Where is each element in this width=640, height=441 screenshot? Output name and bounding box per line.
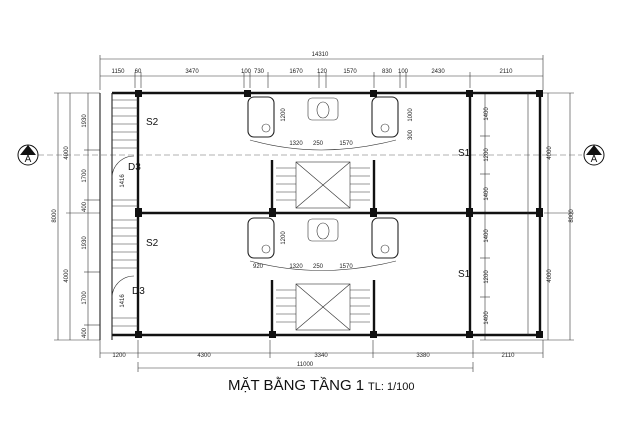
svg-text:830: 830 bbox=[382, 69, 393, 75]
svg-text:3340: 3340 bbox=[314, 353, 328, 359]
title-text: MẶT BẰNG TẦNG 1 bbox=[228, 376, 364, 394]
svg-text:2110: 2110 bbox=[500, 69, 514, 75]
room-label-d3-top: D3 bbox=[128, 162, 141, 173]
svg-text:3380: 3380 bbox=[416, 353, 430, 359]
svg-text:100: 100 bbox=[241, 69, 252, 75]
section-marker-left: A bbox=[17, 144, 39, 166]
svg-text:1400: 1400 bbox=[484, 311, 490, 325]
svg-text:300: 300 bbox=[408, 129, 414, 140]
dimension-text-right: 8000 4000 4000 1400 1200 1400 1400 1200 … bbox=[484, 107, 575, 325]
svg-text:1416: 1416 bbox=[120, 294, 126, 308]
svg-text:4000: 4000 bbox=[547, 146, 553, 160]
room-label-d3-bottom: D3 bbox=[132, 286, 145, 297]
room-labels: S2 D3 S2 D3 S1 S1 bbox=[128, 117, 471, 297]
svg-text:11000: 11000 bbox=[297, 362, 314, 368]
dimension-lines bbox=[54, 55, 574, 372]
svg-text:1200: 1200 bbox=[112, 353, 126, 359]
svg-text:14310: 14310 bbox=[312, 52, 329, 58]
svg-text:730: 730 bbox=[254, 69, 265, 75]
svg-text:100: 100 bbox=[398, 69, 409, 75]
svg-text:1320: 1320 bbox=[289, 141, 303, 147]
svg-text:2430: 2430 bbox=[431, 69, 445, 75]
svg-text:1416: 1416 bbox=[120, 174, 126, 188]
svg-text:1400: 1400 bbox=[484, 187, 490, 201]
svg-text:1700: 1700 bbox=[82, 169, 88, 183]
room-label-s1-top: S1 bbox=[458, 148, 471, 159]
svg-text:1570: 1570 bbox=[339, 264, 353, 270]
svg-text:250: 250 bbox=[313, 264, 324, 270]
svg-text:60: 60 bbox=[135, 69, 142, 75]
room-label-s1-bottom: S1 bbox=[458, 269, 471, 280]
svg-text:1200: 1200 bbox=[281, 108, 287, 122]
columns bbox=[135, 90, 543, 338]
svg-text:1320: 1320 bbox=[289, 264, 303, 270]
svg-text:1670: 1670 bbox=[289, 69, 303, 75]
drawing-title: MẶT BẰNG TẦNG 1 TL: 1/100 bbox=[228, 376, 414, 394]
room-label-s2-bottom: S2 bbox=[146, 238, 159, 249]
scale-text: TL: 1/100 bbox=[368, 381, 414, 393]
svg-text:8000: 8000 bbox=[569, 209, 575, 223]
room-label-s2-top: S2 bbox=[146, 117, 159, 128]
svg-text:4000: 4000 bbox=[64, 146, 70, 160]
svg-text:400: 400 bbox=[82, 201, 88, 212]
svg-text:1570: 1570 bbox=[339, 141, 353, 147]
svg-text:120: 120 bbox=[317, 69, 328, 75]
svg-text:4300: 4300 bbox=[197, 353, 211, 359]
svg-text:1200: 1200 bbox=[484, 148, 490, 162]
svg-text:920: 920 bbox=[253, 264, 264, 270]
svg-text:A: A bbox=[25, 154, 32, 165]
svg-text:1400: 1400 bbox=[484, 107, 490, 121]
svg-text:1700: 1700 bbox=[82, 291, 88, 305]
dimension-text-bottom: 1200 4300 3340 3380 2110 11000 bbox=[112, 353, 515, 368]
stair-lower bbox=[276, 283, 370, 331]
svg-text:1200: 1200 bbox=[484, 270, 490, 284]
svg-text:1150: 1150 bbox=[112, 69, 126, 75]
dimension-text-left: 8000 4000 4000 1930 1700 400 1930 1700 4… bbox=[52, 114, 88, 338]
wc-lower bbox=[247, 217, 399, 271]
walls bbox=[99, 91, 542, 340]
svg-text:A: A bbox=[591, 154, 598, 165]
svg-text:1200: 1200 bbox=[281, 231, 287, 245]
svg-text:1570: 1570 bbox=[343, 69, 357, 75]
svg-text:4000: 4000 bbox=[547, 269, 553, 283]
svg-text:4000: 4000 bbox=[64, 269, 70, 283]
wc-upper bbox=[247, 96, 399, 151]
svg-text:8000: 8000 bbox=[52, 209, 58, 223]
svg-text:3470: 3470 bbox=[185, 69, 199, 75]
dimension-text-interior: 1320 250 1570 920 1320 250 1570 1200 100… bbox=[120, 108, 414, 308]
svg-text:400: 400 bbox=[82, 327, 88, 338]
svg-text:1000: 1000 bbox=[408, 108, 414, 122]
svg-text:1400: 1400 bbox=[484, 229, 490, 243]
svg-text:1930: 1930 bbox=[82, 114, 88, 128]
svg-text:250: 250 bbox=[313, 141, 324, 147]
facade-detail bbox=[111, 99, 138, 327]
svg-text:1930: 1930 bbox=[82, 236, 88, 250]
stair-upper bbox=[276, 161, 370, 209]
section-axis: A A bbox=[17, 144, 605, 166]
dimension-text-top: 14310 1150 60 3470 100 730 1670 120 1570… bbox=[112, 52, 514, 75]
section-marker-right: A bbox=[583, 144, 605, 166]
svg-text:2110: 2110 bbox=[502, 353, 516, 359]
